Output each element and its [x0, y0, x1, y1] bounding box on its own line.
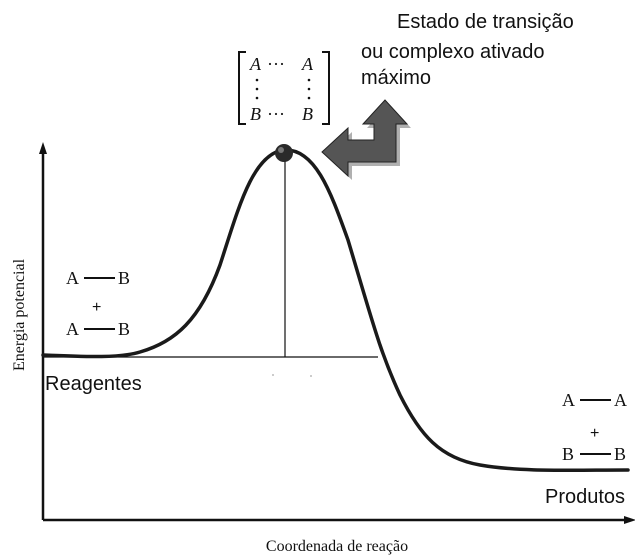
- products-label: Produtos: [545, 486, 625, 508]
- left-bracket: [238, 51, 246, 125]
- product-atom: B: [614, 444, 626, 464]
- reagent-atom: B: [118, 268, 130, 288]
- complex-top-left: A: [249, 54, 262, 74]
- product-atom: A: [562, 390, 575, 410]
- transition-label-line1: Estado de transição: [397, 11, 574, 33]
- complex-vertical-dots: [255, 78, 311, 100]
- y-axis-arrow: [39, 142, 47, 154]
- x-axis-label: Coordenada de reação: [266, 538, 408, 555]
- product-molecules: A A + B B: [562, 390, 627, 464]
- reagent-plus: +: [92, 299, 101, 316]
- transition-label-line2: ou complexo ativado: [361, 41, 544, 63]
- product-plus: +: [590, 425, 599, 442]
- transition-arrow: [321, 99, 411, 180]
- reagents-label: Reagentes: [45, 373, 142, 395]
- complex-bottom-right: B: [302, 104, 313, 124]
- transition-label-line3: máximo: [361, 67, 431, 89]
- arrow-body: [321, 99, 409, 178]
- reagent-atom: A: [66, 319, 79, 339]
- product-atom: B: [562, 444, 574, 464]
- y-axis-label: Energia potencial: [11, 258, 28, 371]
- complex-top-dots: ···: [267, 54, 285, 74]
- reagent-molecules: A B + A B: [66, 268, 130, 339]
- reagent-atom: A: [66, 268, 79, 288]
- reagent-atom: B: [118, 319, 130, 339]
- transition-state-dot: [275, 144, 293, 162]
- complex-top-right: A: [301, 54, 314, 74]
- product-atom: A: [614, 390, 627, 410]
- complex-bottom-dots: ···: [267, 104, 285, 124]
- transition-state-dot-highlight: [278, 147, 284, 153]
- right-bracket: [322, 51, 330, 125]
- activated-complex: A ··· A B ··· B: [238, 51, 330, 125]
- x-axis-arrow: [624, 516, 635, 524]
- energy-curve: [41, 148, 630, 473]
- complex-bottom-left: B: [250, 104, 261, 124]
